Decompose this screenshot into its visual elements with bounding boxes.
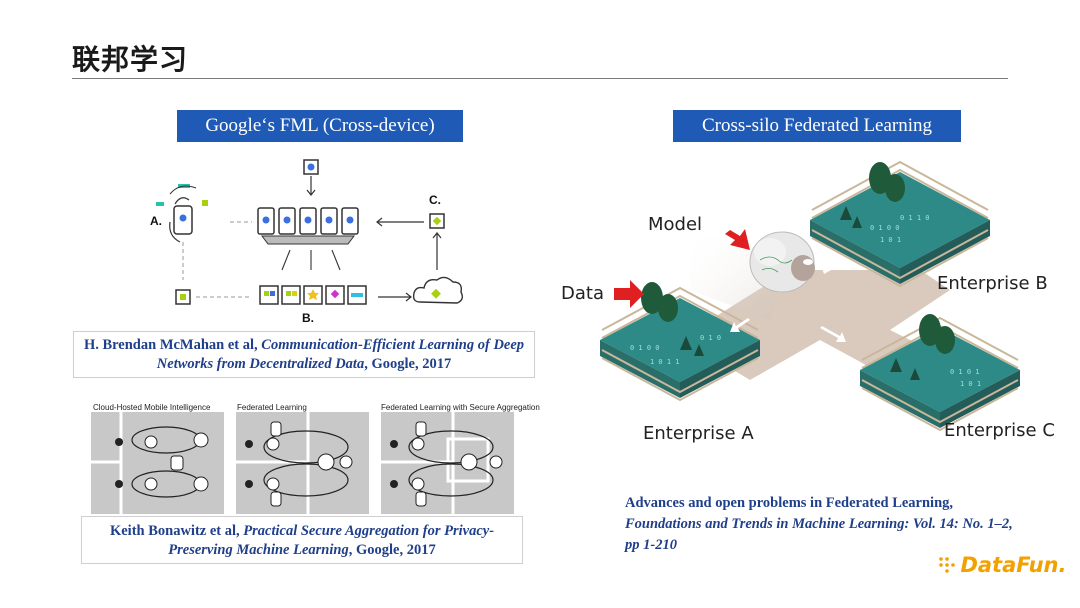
svg-text:0 1 1 0: 0 1 1 0	[900, 214, 930, 222]
citation-bonawitz-paper: Practical Secure Aggregation for Privacy…	[168, 523, 495, 558]
label-c: C.	[429, 193, 441, 207]
citation-mcmahan-authors: H. Brendan McMahan et al,	[83, 337, 262, 353]
svg-text:1 0 1 1: 1 0 1 1	[650, 358, 680, 366]
citation-kairouz-line2: Foundations and Trends in Machine Learni…	[625, 516, 1013, 532]
title-divider	[72, 78, 1008, 79]
label-b: B.	[302, 311, 314, 325]
citation-mcmahan: H. Brendan McMahan et al, Communication-…	[73, 331, 535, 378]
datafun-logo: DataFun.	[938, 553, 1066, 577]
logo-dots-icon	[939, 557, 955, 573]
citation-kairouz: Advances and open problems in Federated …	[625, 493, 1065, 556]
direction-arrows	[730, 256, 846, 342]
panel-title-fl: Federated Learning	[237, 403, 307, 412]
svg-text:0 1 0: 0 1 0	[700, 334, 721, 342]
enterprise-b-label: Enterprise B	[937, 273, 1048, 294]
enterprise-c-platform: 0 1 0 1 1 0 1	[860, 314, 1020, 432]
sheep-model-icon	[749, 231, 815, 293]
cloud-icon	[412, 276, 464, 304]
data-label: Data	[561, 283, 604, 304]
svg-text:0 1 0 0: 0 1 0 0	[630, 344, 660, 352]
citation-bonawitz-venue: , Google, 2017	[348, 542, 436, 558]
user-phone-icon	[156, 184, 208, 243]
model-updates-icon	[259, 285, 367, 305]
citation-kairouz-line3: pp 1-210	[625, 537, 677, 553]
cross-device-label: Google‘s FML (Cross-device)	[177, 110, 463, 142]
logo-text: DataFun.	[960, 553, 1067, 577]
panel-title-cloud: Cloud-Hosted Mobile Intelligence	[93, 403, 211, 412]
page-title: 联邦学习	[72, 43, 189, 76]
enterprise-a-platform: 0 1 0 0 1 0 1 1 0 1 0	[600, 282, 760, 402]
local-model-icon	[175, 289, 191, 305]
panel-title-secure: Federated Learning with Secure Aggregati…	[381, 403, 540, 412]
secure-aggregation-panels	[91, 412, 514, 514]
enterprise-a-label: Enterprise A	[643, 423, 754, 444]
cross-silo-label: Cross-silo Federated Learning	[673, 110, 961, 142]
citation-bonawitz: Keith Bonawitz et al, Practical Secure A…	[81, 516, 523, 564]
enterprise-b-platform: 0 1 0 0 1 0 1 0 1 1 0	[810, 160, 990, 288]
update-icon	[429, 213, 445, 229]
citation-mcmahan-venue: , Google, 2017	[364, 356, 452, 372]
svg-text:1 0 1: 1 0 1	[880, 236, 901, 244]
model-arrow-icon	[725, 229, 750, 250]
enterprise-c-label: Enterprise C	[944, 420, 1055, 441]
citation-bonawitz-authors: Keith Bonawitz et al,	[109, 523, 244, 539]
device-array-icon	[257, 207, 359, 245]
citation-mcmahan-paper: Communication-Efficient Learning of Deep…	[156, 337, 525, 372]
data-arrow-icon	[614, 280, 644, 308]
model-label: Model	[648, 214, 703, 235]
svg-text:1 0 1: 1 0 1	[960, 380, 981, 388]
citation-kairouz-line1: Advances and open problems in Federated …	[625, 495, 954, 511]
svg-text:0 1 0 0: 0 1 0 0	[870, 224, 900, 232]
label-a: A.	[150, 214, 162, 228]
svg-text:0 1 0 1: 0 1 0 1	[950, 368, 980, 376]
cross-silo-illustration: 0 1 0 01 0 10 1 1 0 0 1 0 01 0 1 10 1 0 …	[600, 160, 1020, 432]
fml-diagram	[156, 159, 464, 305]
server-icon	[303, 159, 319, 175]
